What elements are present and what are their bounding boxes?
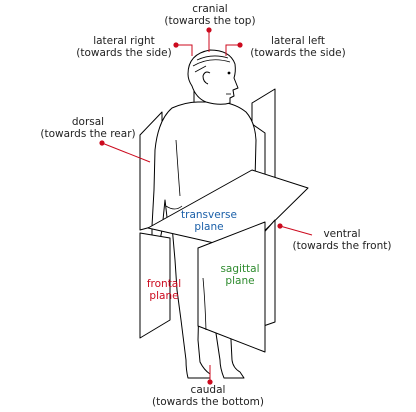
- transverse-plane-label: transverse plane: [174, 209, 244, 233]
- sagittal-plane-label: sagittal plane: [212, 263, 268, 287]
- ventral-leader-line: [279, 225, 313, 236]
- ventral-label: ventral (towards the front): [284, 228, 400, 252]
- cranial-name: cranial: [192, 3, 228, 15]
- caudal-label: caudal (towards the bottom): [150, 384, 266, 408]
- frontal-plane-label-line1: frontal: [146, 278, 182, 290]
- ventral-hint: (towards the front): [292, 240, 392, 252]
- lateral-right-label: lateral right (towards the side): [74, 35, 174, 59]
- ventral-marker-dot: [277, 223, 283, 229]
- lateral-left-hint: (towards the side): [250, 47, 346, 59]
- cranial-hint: (towards the top): [164, 15, 256, 27]
- lateral-right-marker-dot: [173, 42, 179, 48]
- lateral-right-name: lateral right: [93, 35, 155, 47]
- lateral-left-leader-line: [225, 44, 240, 56]
- caudal-name: caudal: [190, 384, 226, 396]
- transverse-plane-label-line1: transverse: [181, 209, 237, 221]
- lateral-left-marker-dot: [237, 42, 243, 48]
- dorsal-marker-dot: [99, 140, 105, 146]
- dorsal-name: dorsal: [71, 116, 105, 128]
- cranial-label: cranial (towards the top): [160, 3, 260, 27]
- frontal-plane-label: frontal plane: [140, 278, 188, 302]
- lateral-left-name: lateral left: [271, 35, 325, 47]
- dorsal-label: dorsal (towards the rear): [38, 116, 138, 140]
- transverse-plane-label-line2: plane: [194, 221, 224, 233]
- frontal-plane-label-line2: plane: [149, 290, 179, 302]
- dorsal-hint: (towards the rear): [40, 128, 136, 140]
- ventral-name: ventral: [323, 228, 361, 240]
- lateral-left-label: lateral left (towards the side): [248, 35, 348, 59]
- sagittal-plane-lower: [197, 221, 266, 353]
- cranial-marker-dot: [206, 27, 212, 33]
- dorsal-leader-line: [101, 142, 151, 163]
- caudal-hint: (towards the bottom): [152, 396, 264, 408]
- sagittal-plane-label-line1: sagittal: [220, 263, 260, 275]
- caudal-marker-dot: [207, 379, 213, 385]
- sagittal-plane-label-line2: plane: [225, 275, 255, 287]
- lateral-right-hint: (towards the side): [76, 47, 172, 59]
- lateral-right-leader-line: [176, 44, 193, 56]
- frontal-plane-front-left: [139, 232, 171, 339]
